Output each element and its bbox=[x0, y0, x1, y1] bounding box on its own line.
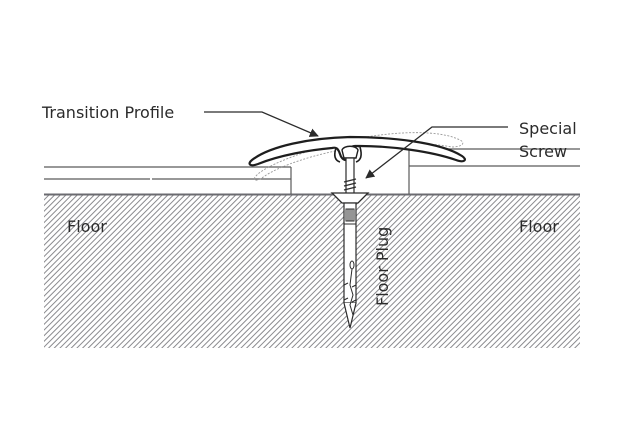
label-floor-left: Floor bbox=[67, 217, 107, 236]
floor-slab bbox=[44, 193, 580, 348]
label-special: Special bbox=[519, 119, 577, 138]
label-transition-profile: Transition Profile bbox=[41, 103, 174, 122]
floor-hatch bbox=[44, 194, 580, 348]
transition-profile bbox=[248, 135, 466, 167]
special-screw-leader bbox=[365, 126, 508, 179]
floor-plug bbox=[343, 202, 357, 329]
transition-profile-leader bbox=[204, 111, 319, 137]
label-floor-plug: Floor Plug bbox=[373, 227, 392, 306]
label-screw: Screw bbox=[519, 142, 567, 161]
label-floor-right: Floor bbox=[519, 217, 559, 236]
left-floor-covering bbox=[44, 166, 292, 194]
special-screw bbox=[330, 157, 370, 204]
